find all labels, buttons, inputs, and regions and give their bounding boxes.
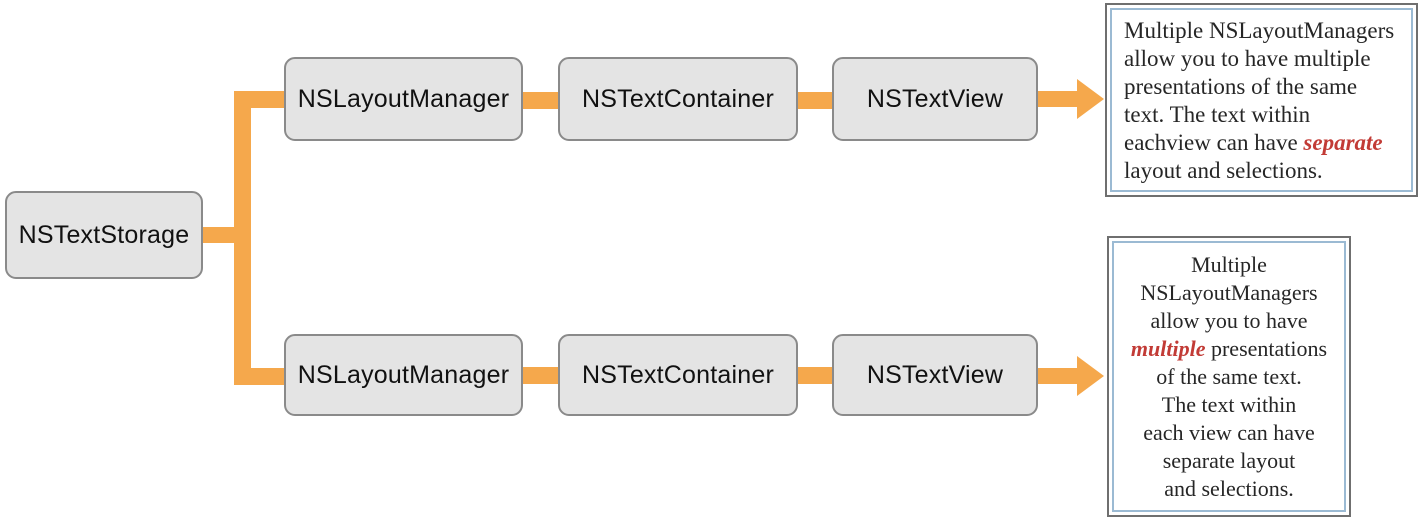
note-top: Multiple NSLayoutManagers allow you to h… <box>1105 3 1418 197</box>
note-bottom-text: The text within <box>1161 392 1297 417</box>
note-top-line: Multiple NSLayoutManagers <box>1124 17 1401 45</box>
node-row1-nslayoutmanager-label: NSLayoutManager <box>297 84 510 113</box>
node-row1-nstextview-label: NSTextView <box>866 84 1004 113</box>
note-bottom-highlight-multiple: multiple <box>1130 336 1206 361</box>
note-top-text: layout and selections. <box>1124 158 1323 183</box>
connector-row1-lm-to-tc <box>519 92 562 109</box>
node-row2-nslayoutmanager: NSLayoutManager <box>284 334 523 416</box>
note-bottom-text: Multiple <box>1191 252 1267 277</box>
node-row1-nstextcontainer-label: NSTextContainer <box>582 84 774 113</box>
note-bottom-text: presentations <box>1205 336 1328 361</box>
arrow-bottom-shaft <box>1034 368 1078 384</box>
node-row2-nstextview: NSTextView <box>832 334 1038 416</box>
note-bottom-line: multiple presentations <box>1118 335 1340 363</box>
node-row1-nslayoutmanager: NSLayoutManager <box>284 57 523 141</box>
note-top-text: presentations of the same <box>1124 74 1358 99</box>
note-bottom-line: each view can have <box>1118 419 1340 447</box>
note-bottom-text: allow you to have <box>1150 308 1308 333</box>
node-row2-nstextview-label: NSTextView <box>866 360 1004 389</box>
note-top-line: allow you to have multiple <box>1124 45 1401 73</box>
node-row2-nstextcontainer: NSTextContainer <box>558 334 798 416</box>
connector-row2-tc-to-tv <box>794 367 836 384</box>
node-row1-nstextview: NSTextView <box>832 57 1038 141</box>
note-bottom-line: The text within <box>1118 391 1340 419</box>
connector-row2-lm-to-tc <box>519 367 562 384</box>
note-bottom: Multiple NSLayoutManagers allow you to h… <box>1107 236 1351 517</box>
note-bottom-line: and selections. <box>1118 475 1340 503</box>
note-bottom-line: allow you to have <box>1118 307 1340 335</box>
note-top-line: presentations of the same <box>1124 73 1401 101</box>
note-top-text: text. The text within <box>1124 102 1311 127</box>
note-top-line: layout and selections. <box>1124 157 1401 185</box>
note-bottom-line: of the same text. <box>1118 363 1340 391</box>
note-bottom-text: separate layout <box>1162 448 1296 473</box>
connector-row1-tc-to-tv <box>794 92 836 109</box>
note-bottom-text: NSLayoutManagers <box>1140 280 1318 305</box>
note-bottom-inner: Multiple NSLayoutManagers allow you to h… <box>1112 241 1346 512</box>
note-top-text: Multiple NSLayoutManagers <box>1124 18 1395 43</box>
note-top-text: eachview can have <box>1124 130 1304 155</box>
node-nstextstorage-label: NSTextStorage <box>18 220 190 249</box>
note-bottom-text: and selections. <box>1164 476 1294 501</box>
note-bottom-line: NSLayoutManagers <box>1118 279 1340 307</box>
connector-storage-to-trunk <box>200 227 240 243</box>
note-bottom-line: Multiple <box>1118 251 1340 279</box>
connector-trunk-vertical <box>234 91 251 385</box>
connector-branch-top <box>234 91 288 108</box>
node-row2-nstextcontainer-label: NSTextContainer <box>582 360 774 389</box>
node-row2-nslayoutmanager-label: NSLayoutManager <box>297 360 510 389</box>
note-top-line: eachview can have separate <box>1124 129 1401 157</box>
note-top-inner: Multiple NSLayoutManagers allow you to h… <box>1110 8 1413 192</box>
note-top-text: allow you to have multiple <box>1124 46 1371 71</box>
node-nstextstorage: NSTextStorage <box>5 191 203 279</box>
arrow-bottom-head-icon <box>1077 356 1104 396</box>
note-bottom-text: each view can have <box>1143 420 1315 445</box>
note-bottom-line: separate layout <box>1118 447 1340 475</box>
connector-branch-bottom <box>234 368 288 385</box>
note-top-highlight-separate: separate <box>1303 130 1383 155</box>
note-bottom-text: of the same text. <box>1156 364 1302 389</box>
arrow-top-head-icon <box>1077 79 1104 119</box>
note-top-line: text. The text within <box>1124 101 1401 129</box>
node-row1-nstextcontainer: NSTextContainer <box>558 57 798 141</box>
arrow-top-shaft <box>1034 91 1078 107</box>
